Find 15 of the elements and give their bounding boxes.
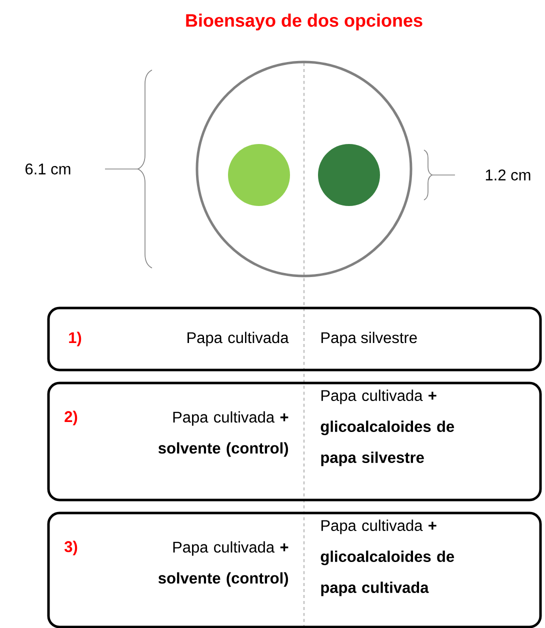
option-text: Papa cultivada + glicoalcaloides de papa cultivada [320, 520, 454, 596]
option-text: Papa cultivada + solvente (control) [158, 411, 288, 457]
petri-dish [196, 60, 412, 278]
dimension-label: 6.1 cm [26, 164, 70, 174]
dimension-label: 1.2 cm [486, 170, 530, 180]
potato-disc [318, 144, 380, 206]
option-number: 2) [64, 410, 78, 426]
title: Bioensayo de dos opciones [186, 14, 422, 30]
option-number: 1) [69, 332, 82, 346]
option-number: 3) [64, 540, 78, 556]
option-text: Papa cultivada + solvente (control) [158, 541, 288, 587]
option-text: Papa silvestre [321, 332, 417, 346]
option-text: Papa cultivada [188, 332, 289, 346]
potato-disc [228, 144, 290, 206]
option-text: Papa cultivada + glicoalcaloides de papa silvestre [320, 390, 454, 466]
